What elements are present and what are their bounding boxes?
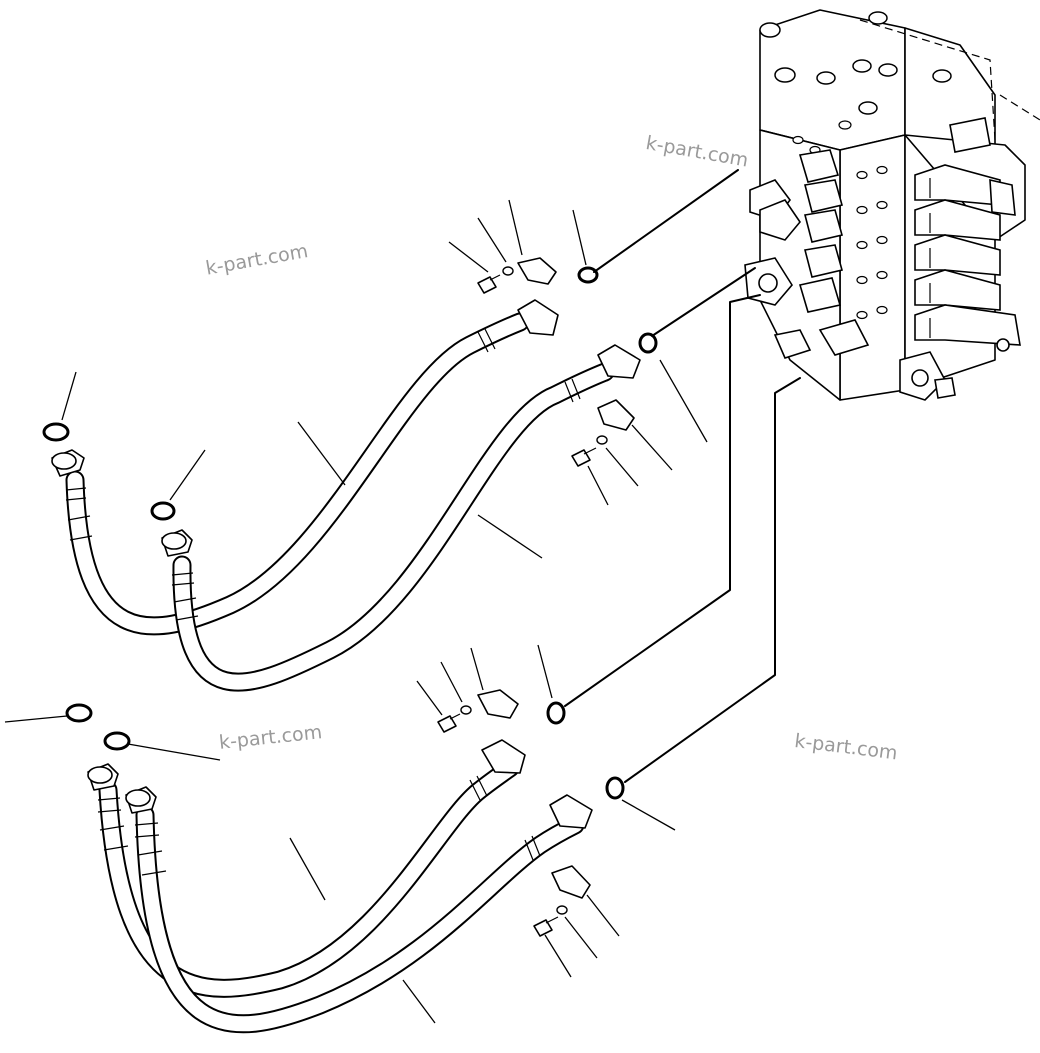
- o-rings: [42, 266, 658, 800]
- control-valve: [744, 9, 1040, 401]
- connection-lines: [564, 169, 801, 783]
- callout-leaders: [4, 199, 708, 1024]
- hardware: [437, 257, 635, 937]
- lower-hoses: [87, 739, 593, 1034]
- upper-hoses: [51, 299, 641, 692]
